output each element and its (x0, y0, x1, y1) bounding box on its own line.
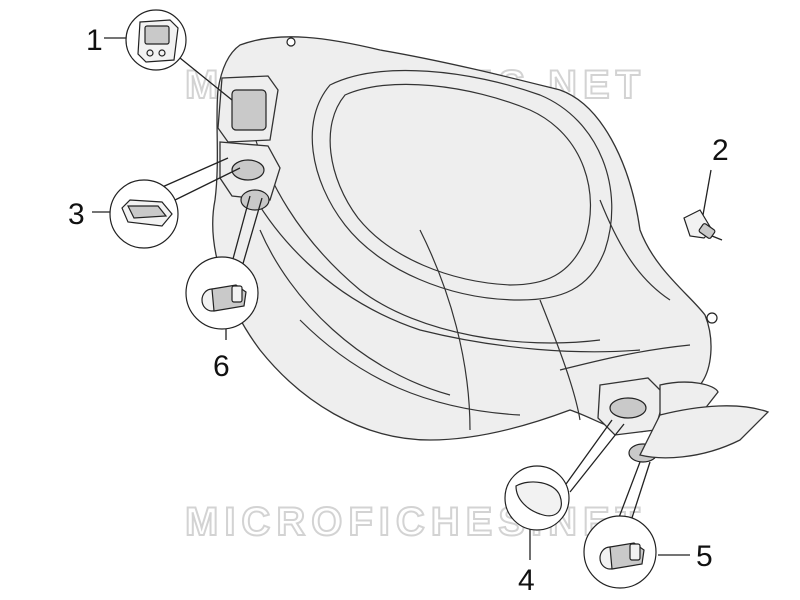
callout-5: 5 (696, 540, 713, 573)
callout-1: 1 (86, 24, 103, 57)
part-4: 4 (504, 465, 570, 597)
callout-2: 2 (712, 134, 729, 167)
watermark-bottom: MICROFICHES.NET (185, 500, 646, 544)
part-1: 1 (86, 9, 187, 71)
callout-4: 4 (518, 564, 535, 597)
rocker-switch-icon (121, 199, 173, 227)
handlebar-cover-icon (212, 36, 770, 463)
push-button-icon (201, 284, 247, 312)
lens-cover-icon (515, 481, 562, 517)
bulb-icon (683, 209, 723, 241)
push-button-icon (599, 542, 645, 570)
part-6: 6 (185, 256, 259, 383)
callout-6: 6 (213, 350, 230, 383)
multifunction-switch-icon (137, 19, 179, 63)
callout-3: 3 (68, 198, 85, 231)
part-5: 5 (583, 515, 713, 589)
part-2: 2 (683, 134, 729, 241)
part-3: 3 (68, 179, 179, 249)
